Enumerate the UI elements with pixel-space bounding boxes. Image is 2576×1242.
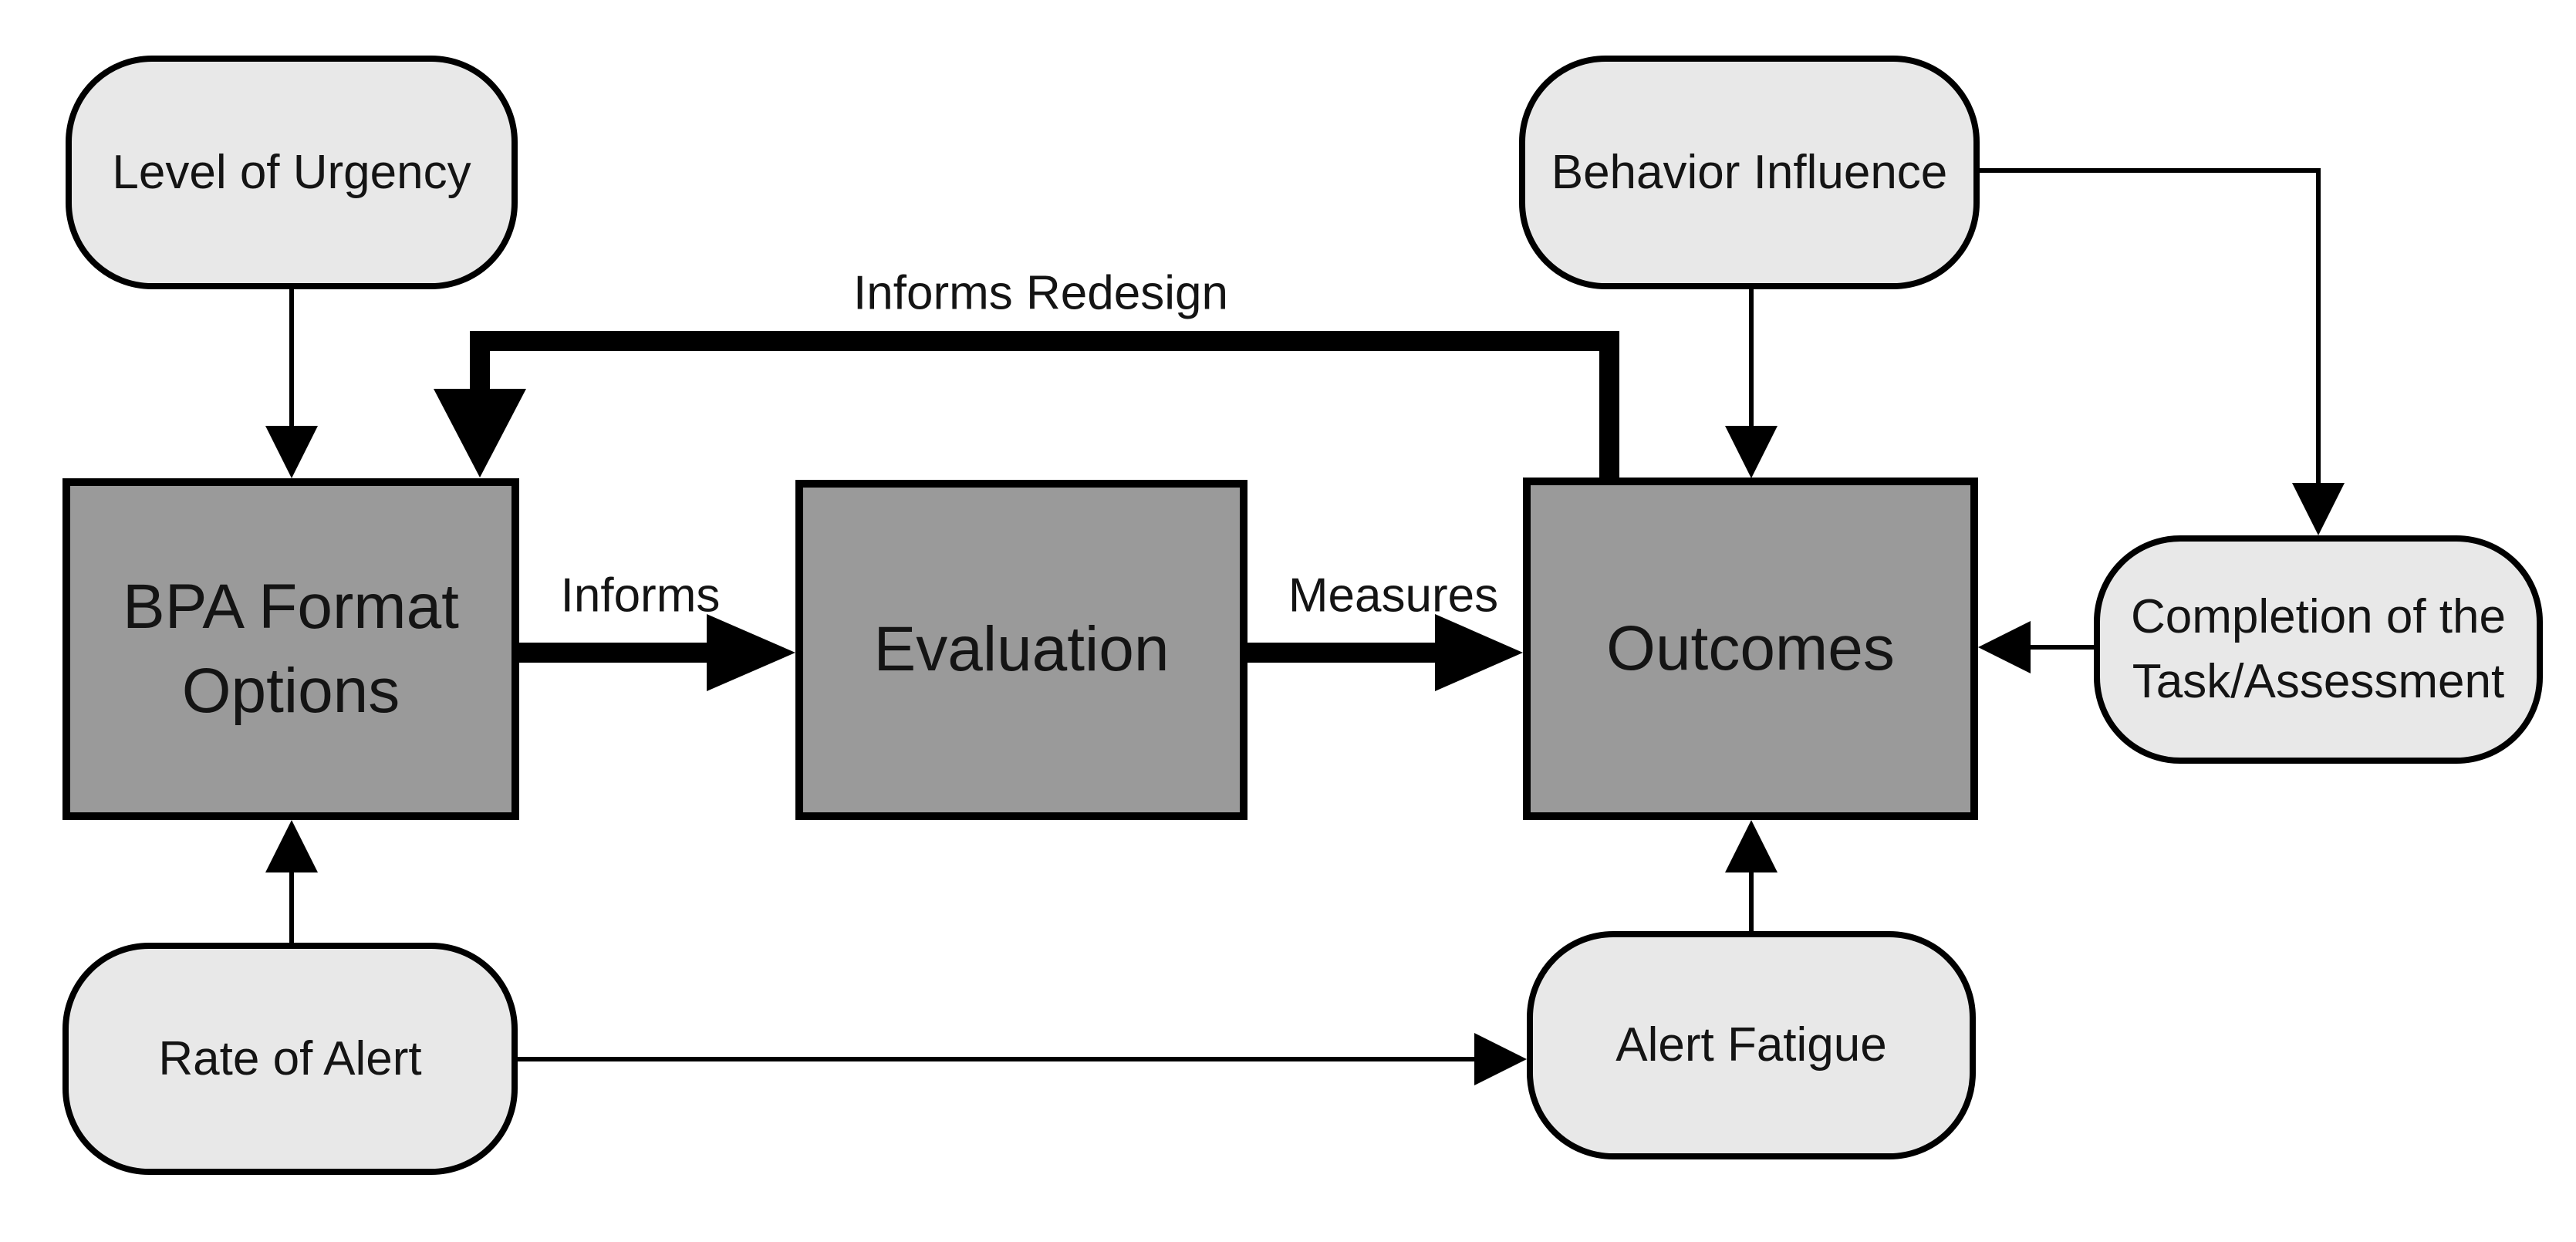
node-label-line-2: Task/Assessment [2132, 655, 2505, 708]
node-label-line-2: Options [181, 655, 400, 726]
node-completion-of-task: Completion of the Task/Assessment [2094, 535, 2543, 764]
node-label-line-1: Completion of the [2131, 590, 2506, 644]
arrowhead [2292, 483, 2345, 535]
node-label: Level of Urgency [112, 145, 471, 199]
node-evaluation: Evaluation [795, 480, 1247, 820]
edge-outcomes-to-bpa-feedback [434, 331, 1619, 478]
edge-completion-to-outcomes [1978, 621, 2094, 673]
arrowhead [1978, 621, 2031, 673]
edge-rate-of-alert-to-bpa [265, 820, 318, 943]
arrowhead [707, 614, 795, 691]
arrowhead [1474, 1033, 1527, 1085]
node-rate-of-alert: Rate of Alert [62, 943, 518, 1175]
node-alert-fatigue: Alert Fatigue [1527, 931, 1976, 1159]
arrowhead [265, 820, 318, 872]
edge-alert-fatigue-to-outcomes [1725, 820, 1778, 931]
node-label: Alert Fatigue [1615, 1018, 1887, 1072]
node-behavior-influence: Behavior Influence [1519, 56, 1980, 289]
arrowhead [1725, 426, 1778, 478]
edge-behavior-influence-to-completion [1980, 168, 2345, 535]
edge-level-of-urgency-to-bpa [265, 289, 318, 478]
node-label: Behavior Influence [1551, 145, 1948, 199]
arrowhead [1435, 614, 1523, 691]
arrowhead [265, 426, 318, 478]
node-label-line-1: BPA Format [123, 572, 459, 643]
node-level-of-urgency: Level of Urgency [66, 56, 518, 289]
arrowhead [434, 389, 526, 478]
edge-label-informs-redesign: Informs Redesign [853, 266, 1228, 320]
edge-behavior-influence-to-outcomes [1725, 289, 1778, 478]
edge-label-informs: Informs [560, 569, 721, 623]
node-label: Evaluation [873, 614, 1170, 685]
node-label: Outcomes [1606, 613, 1895, 683]
edge-evaluation-to-outcomes [1247, 614, 1523, 691]
node-bpa-format-options: BPA Format Options [62, 478, 519, 820]
edge-bpa-to-evaluation [519, 614, 795, 691]
edge-rate-of-alert-to-alert-fatigue [518, 1033, 1527, 1085]
arrowhead [1725, 820, 1778, 872]
node-label: Rate of Alert [158, 1031, 422, 1085]
edge-label-measures: Measures [1288, 569, 1499, 623]
node-outcomes: Outcomes [1523, 478, 1978, 820]
